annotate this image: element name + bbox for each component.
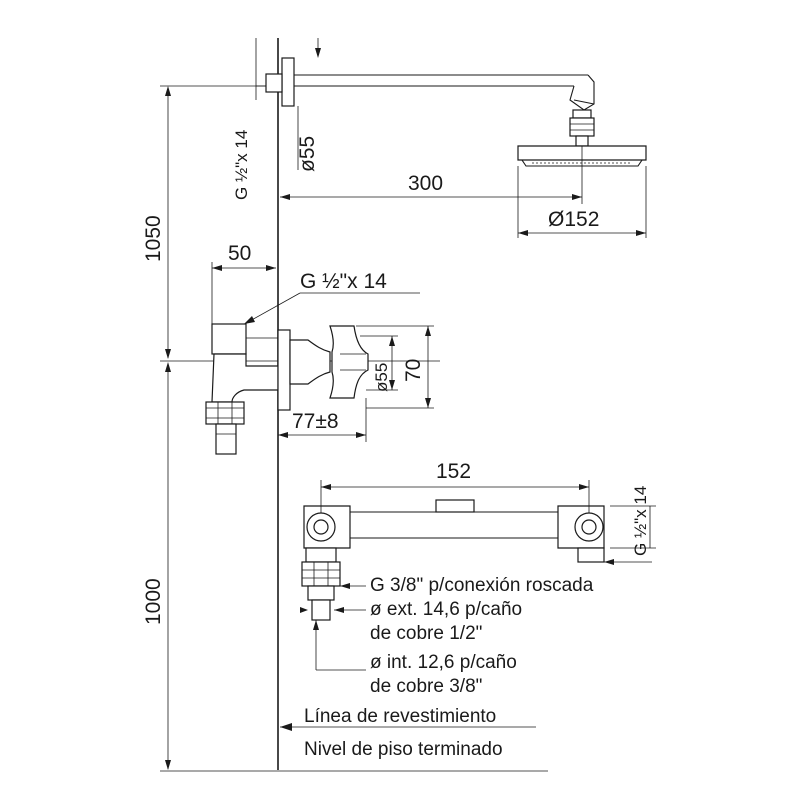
valve-thread-leader [244,292,420,324]
thread-connection-leader [340,583,366,589]
dimension-mixer-152 [320,480,590,513]
dimension-1000-label: 1000 [142,578,165,625]
dimension-77 [278,398,367,442]
valve-depth-label: 77±8 [292,410,339,433]
ext-diameter-leader [300,607,366,613]
dimension-50 [211,262,276,324]
wall-valve-assembly [205,323,369,455]
mixer-thread-label: G ½"x 14 [631,486,650,556]
valve-height-label: 70 [402,359,425,382]
wall-line-label: Línea de revestimiento [304,706,496,727]
flange-diameter-label: ø55 [296,136,319,172]
thread-connection-note: G 3/8" p/conexión roscada [370,575,594,596]
mixer-bar-assembly [301,499,605,621]
int-diameter-leader [313,620,366,671]
dimension-1000 [165,362,171,770]
dimension-70 [356,325,434,409]
dimension-300 [280,146,583,204]
mixer-width-label: 152 [436,460,471,483]
ext-diameter-note-line1: ø ext. 14,6 p/caño [370,599,522,620]
head-diameter-label: Ø152 [548,208,599,231]
ext-diameter-note-line2: de cobre 1/2" [370,623,482,644]
valve-flange-label: ø55 [372,363,391,392]
floor-line-label: Nivel de piso terminado [304,739,503,760]
dimension-1050 [165,86,171,359]
dimension-flange-55 [297,38,321,170]
dimension-head-152 [517,166,647,238]
dimension-valve-55 [360,335,398,391]
int-diameter-note-line1: ø int. 12,6 p/caño [370,652,517,673]
dimension-1050-label: 1050 [142,215,165,262]
arm-thread-label: G ½"x 14 [232,130,251,200]
wall-line-leader [280,723,536,731]
int-diameter-note-line2: de cobre 3/8" [370,676,482,697]
arm-length-label: 300 [408,172,443,195]
dimension-mixer-thread [586,505,656,565]
valve-offset-label: 50 [228,242,251,265]
valve-thread-label: G ½"x 14 [300,270,387,293]
